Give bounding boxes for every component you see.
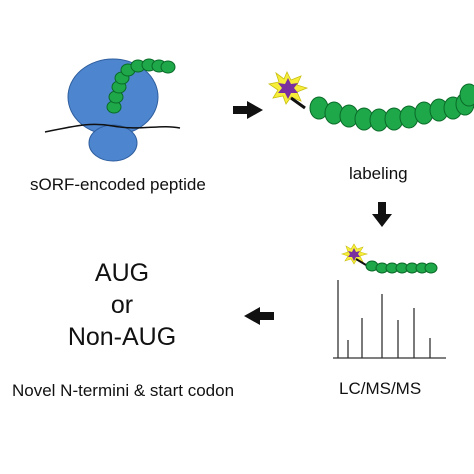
tag-star-small [348,248,360,261]
aug-label: AUG [94,259,150,287]
tag-star [278,78,298,99]
or-label: or [110,291,134,319]
peptide-bead [459,83,474,107]
labeled-peptide-chain [309,83,474,132]
arrow-down-icon [372,202,392,227]
labeling-label: labeling [349,164,408,183]
arrow-left-icon [244,307,274,325]
nascent-peptide-chain [106,58,176,114]
mass-spectrum-icon [333,280,446,359]
peptide-bead [160,60,176,74]
arrow-right-icon [233,101,263,119]
ribosome-small-subunit [88,124,138,162]
peptide-bead [424,262,438,274]
novel-n-termini-label: Novel N-termini & start codon [12,381,235,400]
mrna-strand [44,123,181,133]
non-aug-label: Non-AUG [67,323,177,351]
labeled-peptide-chain-small [365,260,438,274]
lcmsms-label: LC/MS/MS [339,379,422,398]
sorf-peptide-label: sORF-encoded peptide [30,175,206,194]
fluorescent-tag-small-icon [341,243,369,266]
fluorescent-tag-icon [267,71,309,110]
tag-linker-small [355,258,367,266]
tag-linker [290,96,306,110]
